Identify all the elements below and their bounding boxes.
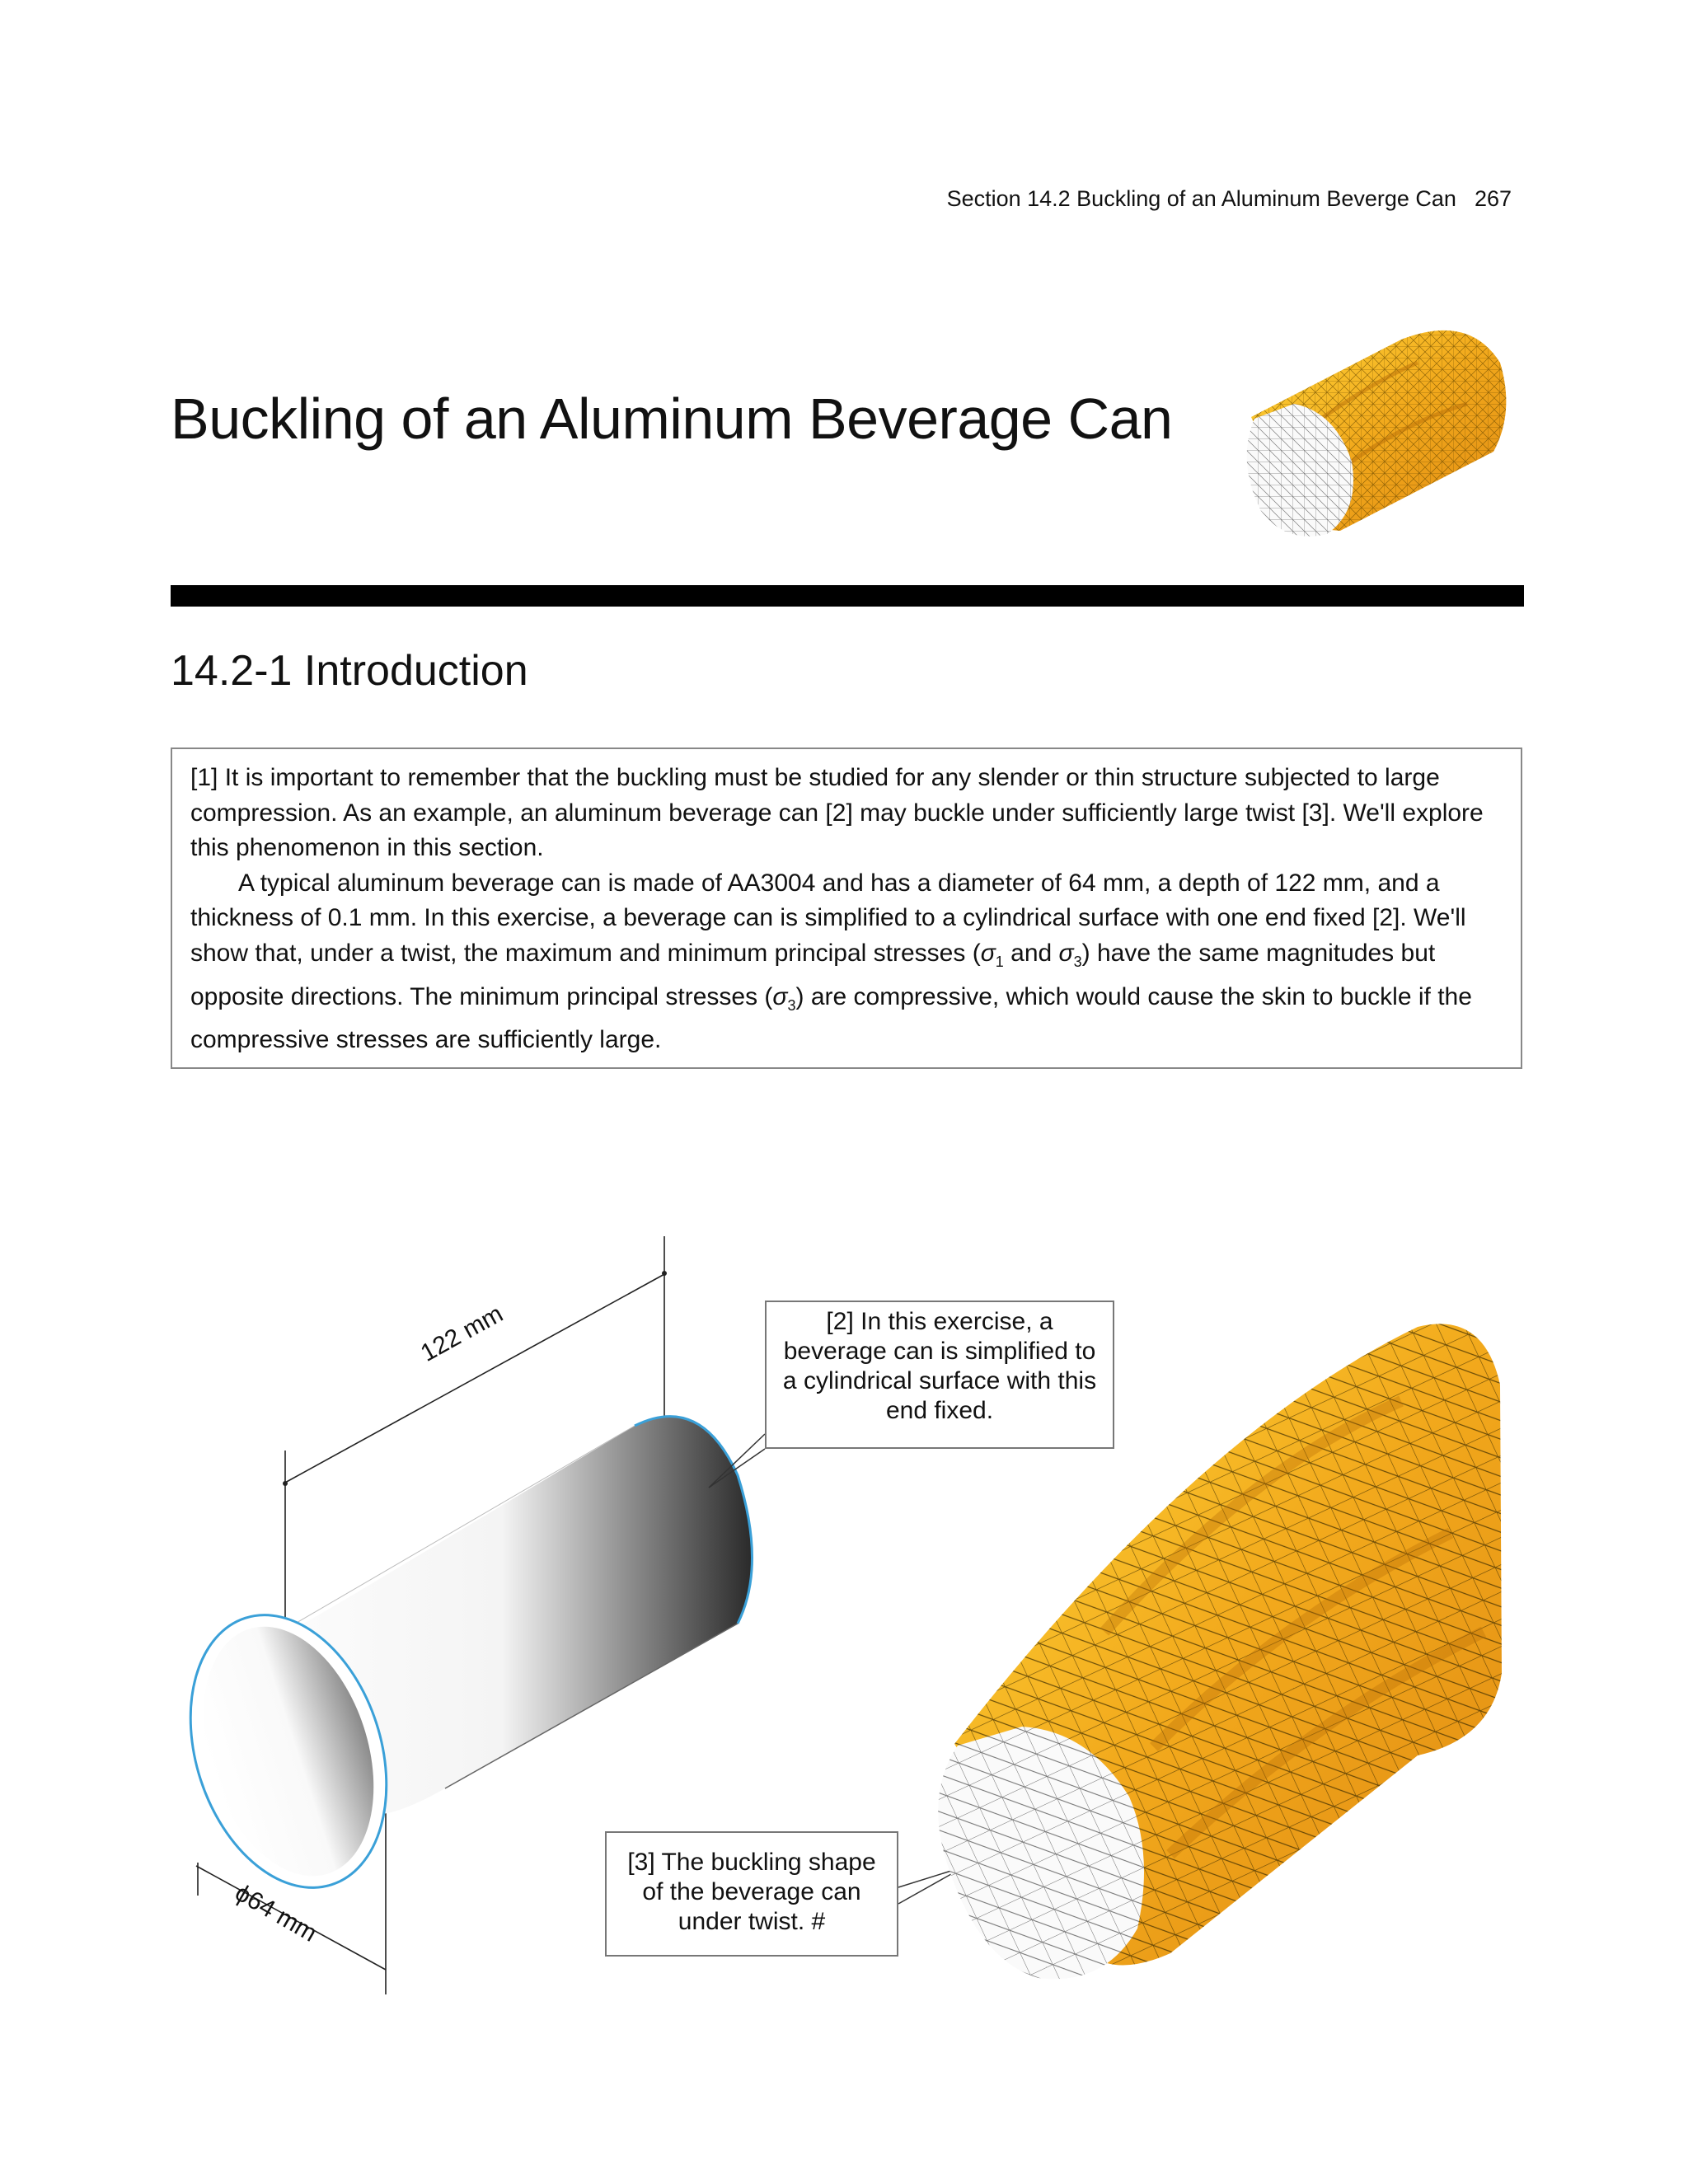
sigma-symbol: σ bbox=[772, 982, 788, 1010]
intro-and: and bbox=[1003, 939, 1059, 967]
title-buckled-can bbox=[1246, 330, 1507, 537]
intro-text-b: ) have the same magnitudes but opposite … bbox=[190, 939, 1436, 1010]
intro-paragraph-2: A typical aluminum beverage can is made … bbox=[190, 866, 1503, 1058]
subscript: 3 bbox=[1073, 953, 1082, 970]
intro-box: [1] It is important to remember that the… bbox=[171, 748, 1522, 1069]
callout-fixed-end: [2] In this exercise, a beverage can is … bbox=[765, 1301, 1114, 1449]
running-title: Section 14.2 Buckling of an Aluminum Bev… bbox=[946, 186, 1456, 211]
length-dimension-label: 122 mm bbox=[416, 1300, 508, 1367]
chapter-title: Buckling of an Aluminum Beverage Can bbox=[171, 387, 1173, 451]
running-head: Section 14.2 Buckling of an Aluminum Bev… bbox=[947, 186, 1512, 212]
title-rule bbox=[171, 585, 1524, 607]
page-number: 267 bbox=[1474, 186, 1512, 211]
subscript: 1 bbox=[995, 953, 1004, 970]
intro-paragraph-1: [1] It is important to remember that the… bbox=[190, 764, 1484, 862]
intro-text-c: ) are compressive, which would cause the… bbox=[190, 982, 1472, 1054]
intro-text-a: A typical aluminum beverage can is made … bbox=[190, 869, 1466, 967]
subscript: 3 bbox=[787, 996, 796, 1014]
sigma-symbol: σ bbox=[1058, 939, 1074, 967]
section-title: 14.2-1 Introduction bbox=[171, 647, 528, 695]
sigma-symbol: σ bbox=[980, 939, 996, 967]
diameter-dimension-label: ϕ64 mm bbox=[230, 1879, 321, 1947]
callout-buckling-shape: [3] The buckling shape of the beverage c… bbox=[605, 1831, 898, 1957]
